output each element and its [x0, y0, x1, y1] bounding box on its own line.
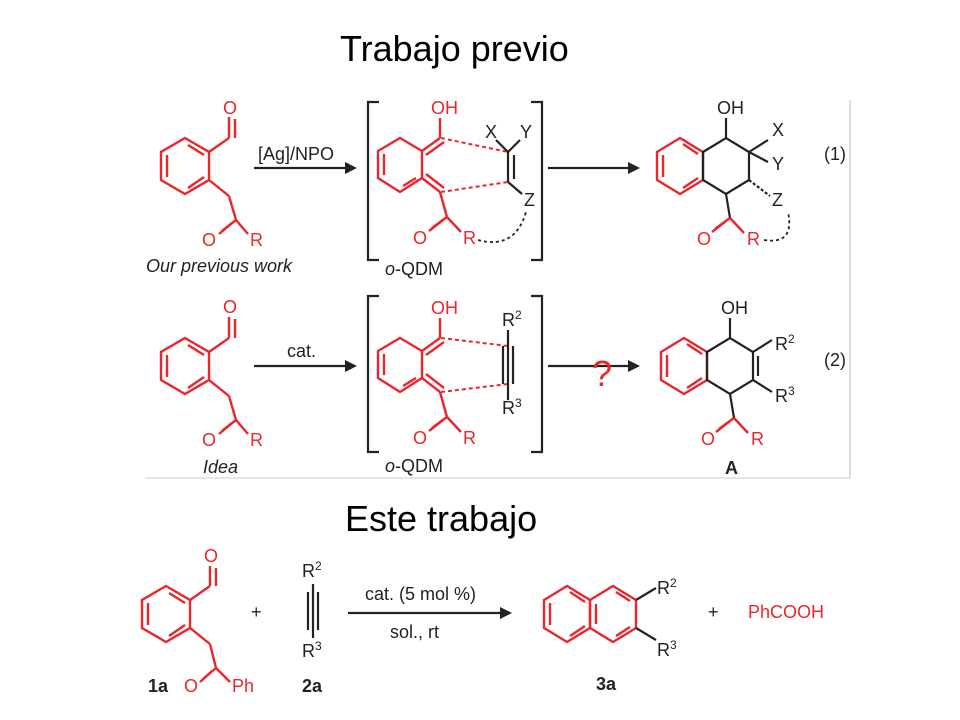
scheme-1: O O R Our previous work [Ag]/NPO — [146, 98, 846, 279]
s1-equation-number: (1) — [824, 144, 846, 164]
s2-equation-number: (2) — [824, 350, 846, 370]
s2-prod-o: O — [701, 429, 715, 449]
s2-product: OH R2 R3 O R A — [659, 298, 795, 478]
s2-product-label: A — [725, 458, 738, 478]
s1-ketone-o: O — [202, 230, 216, 250]
s3-compound-1a: O O Ph 1a — [140, 546, 254, 696]
s3-2a-r3: R3 — [302, 639, 322, 661]
s3-3a-r2: R2 — [657, 576, 677, 598]
s2-aldehyde-o: O — [223, 297, 237, 317]
s1-intermediate-label: o-QDM — [385, 259, 443, 279]
s3-label-1a: 1a — [148, 676, 169, 696]
scheme-2: O O R Idea cat. OH — [159, 294, 846, 478]
s2-intermediate: OH O R R2 R3 — [376, 298, 522, 448]
s3-1a-ketone-o: O — [184, 676, 198, 696]
s3-2a-r2: R2 — [302, 559, 322, 581]
s3-reagent-bottom: sol., rt — [390, 622, 439, 642]
s1-product: OH X Y Z O R — [655, 98, 791, 249]
title-this-work: Este trabajo — [345, 498, 538, 539]
s3-label-2a: 2a — [302, 676, 323, 696]
s1-caption: Our previous work — [146, 256, 293, 276]
s1-aldehyde-o: O — [223, 98, 237, 118]
s2-caption: Idea — [203, 457, 238, 477]
s1-int-z: Z — [524, 190, 535, 210]
s3-byproduct: PhCOOH — [748, 602, 824, 622]
s1-int-x: X — [485, 122, 497, 142]
s2-prod-oh: OH — [721, 298, 748, 318]
s1-int-oh: OH — [431, 98, 458, 118]
s1-bracket-right — [531, 100, 544, 262]
s1-bracket-left — [366, 100, 379, 262]
s2-arrow-2-head — [628, 360, 640, 372]
s2-int-oh: OH — [431, 298, 458, 318]
s1-prod-tether — [763, 211, 791, 242]
s3-1a-ph: Ph — [232, 676, 254, 696]
s2-ketone-o: O — [202, 430, 216, 450]
s3-plus-2: + — [708, 602, 719, 622]
s1-prod-o: O — [697, 229, 711, 249]
s2-prod-r3: R3 — [775, 384, 795, 406]
s2-int-r: R — [463, 428, 476, 448]
s1-arrow-1-head — [345, 162, 357, 174]
s1-starting-material: O O R Our previous work — [146, 98, 293, 276]
s1-int-r: R — [463, 228, 476, 248]
s2-bracket-left — [366, 294, 379, 454]
s3-arrow-head — [500, 607, 512, 619]
scheme-3: O O Ph 1a + R2 R3 2a cat. (5 mol %) sol.… — [140, 546, 824, 696]
s1-prod-oh: OH — [717, 98, 744, 118]
s1-arrow-2-head — [628, 162, 640, 174]
s2-int-o: O — [413, 428, 427, 448]
s2-int-r2: R2 — [502, 308, 522, 330]
s1-int-o: O — [413, 228, 427, 248]
s2-bracket-right — [531, 294, 544, 454]
s2-intermediate-label: o-QDM — [385, 456, 443, 476]
s3-reagent-top: cat. (5 mol %) — [365, 584, 476, 604]
s2-prod-r2: R2 — [775, 332, 795, 354]
s1-intermediate: OH O R X Y Z — [376, 98, 535, 248]
s2-reagent: cat. — [287, 341, 316, 361]
s3-3a-r3: R3 — [657, 638, 677, 660]
s1-prod-y: Y — [772, 154, 784, 174]
s3-compound-2a: R2 R3 2a — [302, 559, 323, 696]
s1-int-tether — [477, 211, 527, 243]
s3-compound-3a: R2 R3 3a — [542, 576, 677, 694]
s3-1a-aldehyde-o: O — [204, 546, 218, 566]
s1-prod-z: Z — [772, 190, 783, 210]
s1-r-group: R — [250, 230, 263, 250]
s1-reagent: [Ag]/NPO — [258, 144, 334, 164]
s2-arrow-1-head — [345, 360, 357, 372]
s3-plus-1: + — [251, 602, 262, 622]
s2-starting-material: O O R Idea — [159, 297, 263, 477]
s3-label-3a: 3a — [596, 674, 617, 694]
s1-int-y: Y — [520, 122, 532, 142]
s2-r-group: R — [250, 430, 263, 450]
s2-prod-r: R — [751, 429, 764, 449]
s2-question-mark: ? — [592, 353, 612, 394]
s2-int-r3: R3 — [502, 396, 522, 418]
s1-prod-x: X — [772, 120, 784, 140]
s1-prod-r: R — [747, 229, 760, 249]
title-previous-work: Trabajo previo — [340, 28, 569, 69]
